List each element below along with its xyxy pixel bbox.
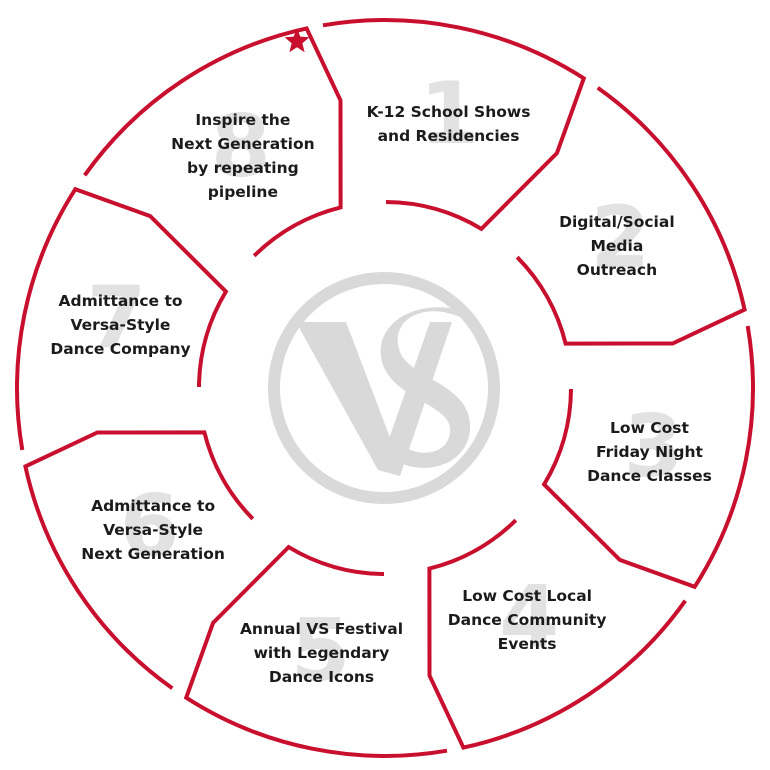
step-label-line: Low Cost Local [462, 586, 592, 605]
segment-outline-6 [23, 430, 255, 690]
step-number-8: 8 [211, 97, 271, 197]
star-icon [284, 28, 310, 53]
segments-layer [15, 18, 755, 758]
segment-outline-8 [83, 26, 343, 258]
step-label-line: Outreach [576, 260, 658, 279]
step-label-line: Low Cost [610, 418, 689, 437]
step-label-line: pipeline [207, 183, 278, 202]
step-number-3: 3 [623, 397, 683, 497]
step-number-6: 6 [120, 477, 180, 577]
step-number-5: 5 [291, 601, 351, 701]
segment-outline-5 [183, 544, 448, 758]
step-label-line: Annual VS Festival [239, 619, 404, 638]
step-number-2: 2 [590, 188, 650, 288]
step-label-line: Inspire the [195, 111, 291, 130]
step-label-line: with Legendary [253, 643, 390, 662]
step-label-line: Friday Night [596, 442, 703, 461]
step-label-line: Digital/Social [559, 212, 675, 231]
step-label-line: Admittance to [58, 291, 183, 310]
vs-logo-icon [268, 272, 500, 504]
segment-outline-7 [15, 186, 229, 451]
step-label-line: Versa-Style [103, 521, 204, 540]
step-label-line: Dance Community [447, 610, 607, 629]
step-label-line: Admittance to [91, 497, 216, 516]
segment-outline-4 [427, 518, 687, 750]
step-number-7: 7 [87, 268, 147, 368]
step-label-line: K-12 School Shows [366, 102, 531, 121]
step-label-line: and Residencies [377, 126, 520, 145]
step-label-line: Dance Icons [268, 667, 375, 686]
step-label-line: Next Generation [81, 545, 225, 564]
step-label-line: Next Generation [171, 135, 315, 154]
step-label-line: Events [497, 634, 557, 653]
segment-outline-1 [322, 18, 587, 232]
step-label-line: Versa-Style [70, 315, 171, 334]
step-number-4: 4 [499, 568, 559, 668]
step-label-line: by repeating [187, 159, 299, 178]
step-number-1: 1 [419, 64, 479, 164]
step-label-line: Media [590, 236, 644, 255]
step-label-1: K-12 School Shows and Residencies [367, 100, 531, 148]
segment-outline-2 [515, 86, 747, 346]
segment-outline-3 [541, 325, 755, 590]
step-label-line: Dance Company [50, 339, 191, 358]
step-label-line: Dance Classes [587, 466, 712, 485]
